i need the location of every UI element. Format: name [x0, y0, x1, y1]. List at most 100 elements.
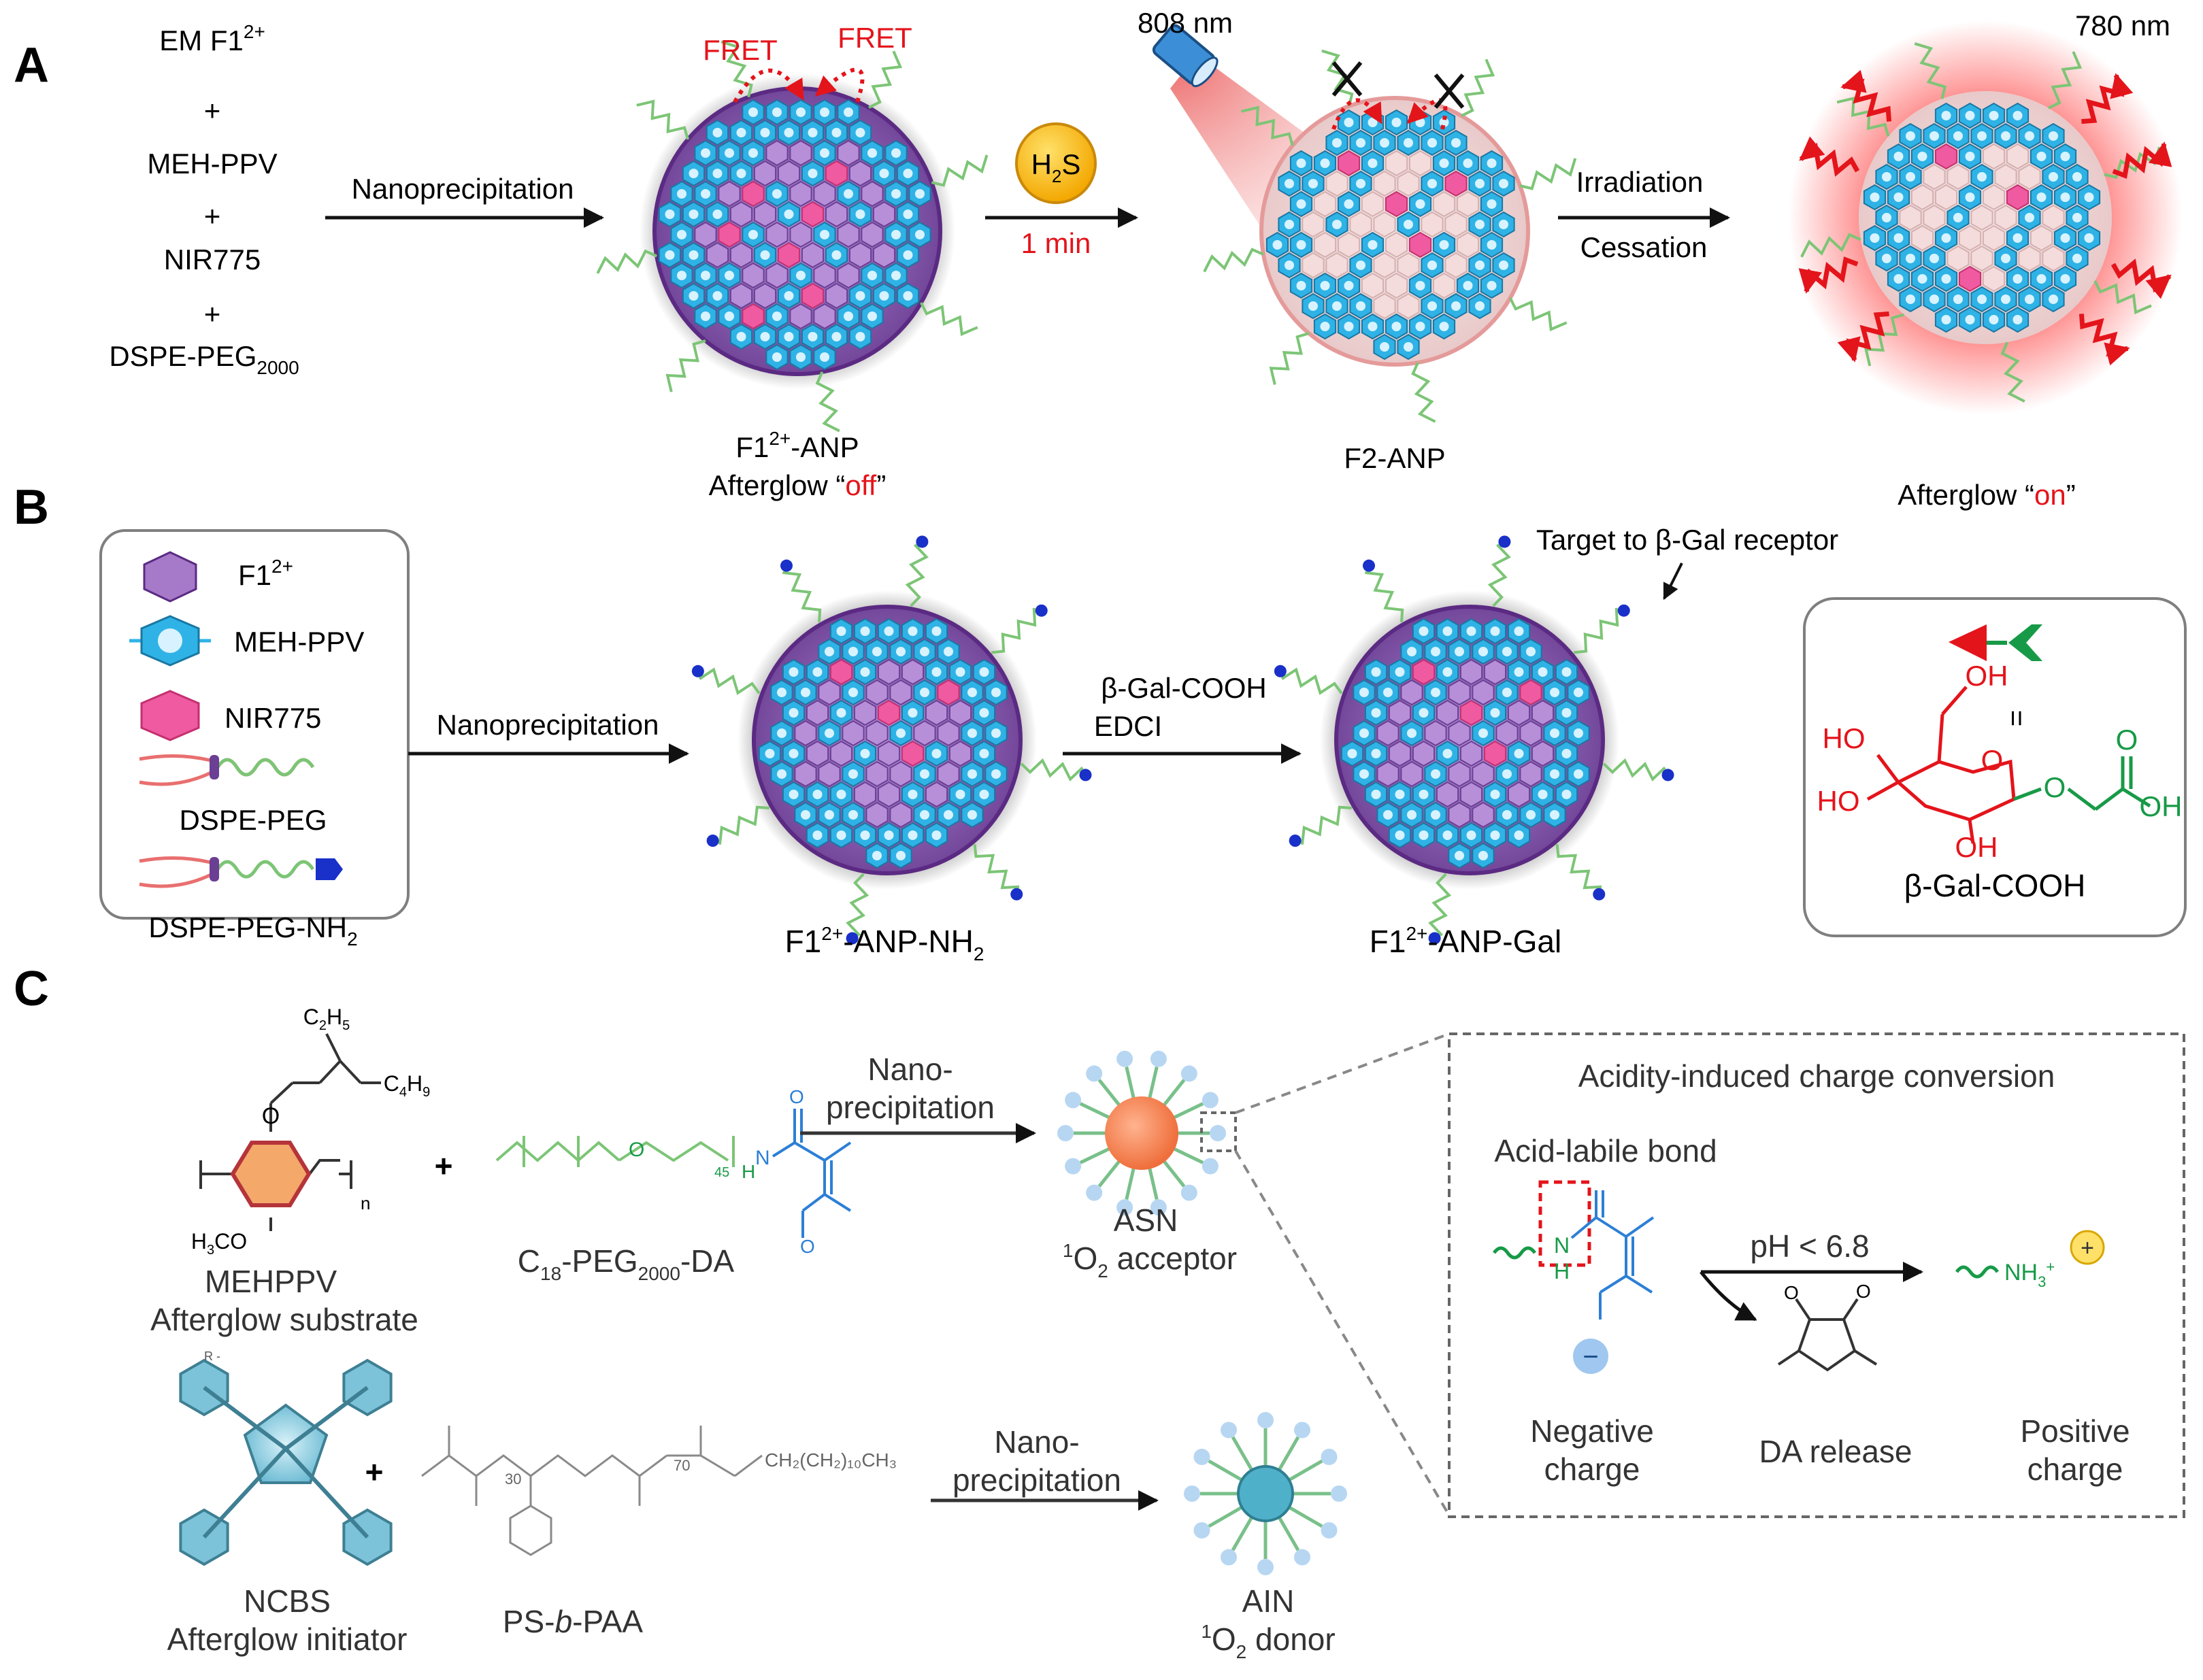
hex-center — [1965, 111, 1975, 120]
hex-unit — [1385, 150, 1408, 177]
arrow-c1: Nano- precipitation — [800, 1052, 1036, 1143]
nanoparticle-f2-anp — [1203, 49, 1577, 423]
emission-wave — [2081, 73, 2134, 124]
asn-role: 1O2 acceptor — [1063, 1240, 1237, 1281]
hex-unit — [861, 221, 884, 248]
hex-center — [1941, 274, 1951, 284]
hex-center — [991, 769, 1001, 779]
hex-center — [2036, 152, 2047, 161]
hex-center — [2060, 274, 2070, 284]
hex-center — [1415, 118, 1425, 127]
ps-b-paa-structure — [421, 1426, 763, 1556]
hex-unit — [1424, 720, 1447, 747]
svg-text:O: O — [1784, 1282, 1799, 1303]
hex-center — [1882, 254, 1891, 263]
hex-unit — [1994, 204, 2017, 231]
emission-wave — [2112, 141, 2172, 179]
hex-center — [2012, 111, 2023, 120]
amine-tip — [706, 835, 719, 847]
hex-center — [2060, 233, 2070, 243]
hex-center — [2072, 172, 2082, 182]
svg-text:DSPE-PEG: DSPE-PEG — [179, 804, 327, 836]
psb-name: PS-b-PAA — [503, 1604, 644, 1639]
hex-center — [903, 169, 913, 178]
charge-dot — [1202, 1158, 1219, 1175]
hex-unit — [1459, 658, 1483, 686]
hex-center — [884, 830, 894, 840]
hex-center — [844, 189, 853, 199]
hex-unit — [872, 241, 896, 269]
hex-center — [1917, 274, 1927, 284]
hex-center — [2001, 254, 2010, 263]
hex-center — [1502, 769, 1512, 779]
ligand-ray — [1208, 1459, 1246, 1483]
hex-center — [1550, 688, 1559, 697]
hex-unit — [806, 699, 829, 726]
amine-tip — [1289, 835, 1302, 847]
hex-center — [2036, 192, 2047, 202]
hex-center — [1463, 281, 1473, 290]
peg-chain — [1555, 843, 1602, 890]
hex-unit — [777, 160, 801, 187]
svg-text:N: N — [755, 1147, 770, 1169]
hex-fill-a3 — [1800, 42, 2161, 403]
hex-center — [1427, 301, 1437, 311]
hex-center — [915, 189, 925, 199]
hex-unit — [1459, 740, 1483, 767]
hex-center — [931, 667, 942, 677]
charge-dot — [1294, 1549, 1310, 1566]
peg-chain — [2000, 341, 2025, 403]
hex-unit — [1349, 211, 1372, 238]
hex-center — [1514, 667, 1524, 677]
hex-unit — [829, 658, 853, 686]
hex-center — [701, 148, 710, 158]
hex-center — [2060, 192, 2070, 202]
hex-unit — [1934, 184, 1958, 211]
hex-center — [1320, 322, 1330, 331]
hex-center — [1487, 240, 1497, 250]
hex-center — [712, 291, 723, 301]
charge-dot — [1065, 1158, 1082, 1175]
hex-center — [2060, 152, 2070, 161]
hex-unit — [718, 180, 741, 207]
peg-chain — [973, 843, 1020, 890]
hex-unit — [765, 262, 789, 289]
hex-center — [825, 647, 834, 656]
charge-dot — [1257, 1412, 1274, 1428]
hex-unit — [1400, 679, 1423, 706]
hex-unit — [1958, 224, 1982, 252]
hex-center — [1451, 301, 1461, 311]
hex-center — [848, 769, 858, 779]
amine-tip — [1428, 932, 1441, 945]
svg-text:precipitation: precipitation — [826, 1090, 995, 1125]
dspe-peg-nh2-icon — [139, 856, 212, 888]
svg-text:Negative: Negative — [1530, 1413, 1654, 1449]
hex-unit — [1495, 720, 1519, 747]
hex-center — [1356, 138, 1365, 148]
hex-center — [777, 688, 786, 697]
hex-unit — [1412, 658, 1436, 686]
hex-center — [712, 128, 723, 137]
hex-center — [860, 830, 870, 840]
charge-dot — [1116, 1050, 1133, 1067]
emission-wave — [1799, 136, 1860, 177]
hex-center — [1344, 281, 1354, 290]
hex-center — [903, 250, 913, 260]
hex-unit — [2018, 245, 2041, 272]
hex-center — [1977, 131, 1987, 141]
hex-center — [896, 851, 906, 860]
peg-chain — [868, 50, 903, 109]
hex-center — [801, 688, 810, 697]
charge-conversion-box: Acidity-induced charge conversion Acid-l… — [1448, 1032, 2185, 1518]
peg-chain — [920, 302, 978, 337]
hex-center — [867, 312, 877, 321]
hex-center — [1344, 322, 1354, 331]
hex-unit — [1385, 190, 1408, 218]
hex-center — [1407, 647, 1417, 656]
ligand-ray — [1276, 1513, 1300, 1551]
ingredient-dspe-peg: DSPE-PEG — [109, 340, 256, 372]
hex-center — [1356, 179, 1365, 188]
hex-center — [836, 830, 846, 840]
hex-center — [812, 790, 823, 799]
hex-center — [1371, 749, 1381, 758]
